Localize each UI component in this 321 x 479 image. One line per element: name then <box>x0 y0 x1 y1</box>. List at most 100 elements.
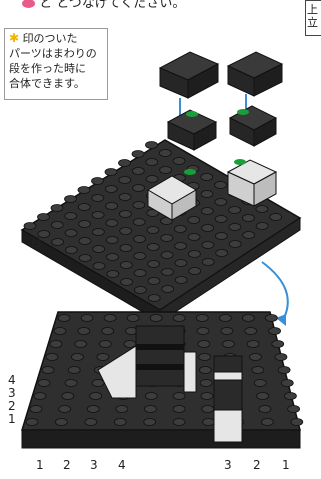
stud <box>119 211 131 218</box>
stud <box>201 208 213 215</box>
stud <box>243 232 255 239</box>
stud <box>26 419 38 426</box>
brick-mid-right <box>230 106 276 146</box>
stud <box>87 406 99 413</box>
stud <box>270 214 282 221</box>
stud <box>150 315 162 322</box>
stud <box>215 199 227 206</box>
stud <box>148 278 160 285</box>
stud <box>121 279 133 286</box>
stud <box>92 178 104 185</box>
green-stud-icon <box>186 111 198 117</box>
stud <box>119 194 131 201</box>
stud <box>65 247 77 254</box>
stud <box>256 206 268 213</box>
stud <box>51 205 63 212</box>
stud <box>120 262 132 269</box>
stud <box>257 393 269 400</box>
green-stud-icon <box>234 159 246 165</box>
stud <box>79 238 91 245</box>
stud <box>79 221 91 228</box>
stud <box>134 236 146 243</box>
stud <box>116 406 128 413</box>
stud <box>275 354 287 361</box>
stud <box>38 214 50 221</box>
stud <box>199 354 211 361</box>
stud <box>106 220 118 227</box>
stud <box>75 341 87 348</box>
stud <box>245 328 257 335</box>
stud <box>133 202 145 209</box>
stud <box>175 260 187 267</box>
stud <box>81 315 93 322</box>
stud <box>221 328 233 335</box>
stud <box>62 393 74 400</box>
stud <box>99 341 111 348</box>
stud <box>188 217 200 224</box>
stud <box>147 227 159 234</box>
stud <box>55 419 67 426</box>
stud <box>215 182 227 189</box>
row-number-4: 4 <box>8 373 16 387</box>
stud <box>146 142 158 149</box>
stud <box>132 168 144 175</box>
stud <box>104 315 116 322</box>
stud <box>272 341 284 348</box>
stud <box>161 252 173 259</box>
stud <box>188 251 200 258</box>
stud <box>34 393 46 400</box>
stud <box>30 406 42 413</box>
stud <box>199 367 211 374</box>
col-number-right-3: 3 <box>224 458 232 472</box>
stud <box>144 419 156 426</box>
stud <box>65 213 77 220</box>
stud <box>288 406 300 413</box>
stud <box>215 216 227 223</box>
stud <box>148 261 160 268</box>
stud <box>161 235 173 242</box>
stud <box>134 253 146 260</box>
brick-top-left <box>160 52 218 98</box>
stud <box>202 259 214 266</box>
stud <box>145 393 157 400</box>
stud <box>201 174 213 181</box>
stud <box>52 239 64 246</box>
stud <box>92 212 104 219</box>
col-number-left-2: 2 <box>63 458 71 472</box>
stud <box>68 367 80 374</box>
stud <box>198 341 210 348</box>
stud <box>42 367 54 374</box>
stud <box>229 241 241 248</box>
stud <box>79 255 91 262</box>
stud <box>202 406 214 413</box>
stud <box>119 177 131 184</box>
stud <box>174 226 186 233</box>
stud <box>105 186 117 193</box>
stud <box>146 159 158 166</box>
stud <box>114 419 126 426</box>
stud <box>120 228 132 235</box>
stud <box>93 263 105 270</box>
stud <box>106 237 118 244</box>
stud <box>175 243 187 250</box>
green-stud-icon <box>184 169 196 175</box>
stud <box>216 250 228 257</box>
stud <box>265 315 277 322</box>
stud <box>259 406 271 413</box>
stud <box>58 315 70 322</box>
stud <box>203 419 215 426</box>
stud <box>197 328 209 335</box>
stud <box>175 277 187 284</box>
stud <box>71 354 83 361</box>
stud <box>97 354 109 361</box>
stud <box>119 160 131 167</box>
stud <box>162 286 174 293</box>
stud <box>59 406 71 413</box>
stud <box>159 150 171 157</box>
stud <box>173 315 185 322</box>
stud <box>51 222 63 229</box>
stud <box>202 242 214 249</box>
stud <box>252 367 264 374</box>
brick-top-right <box>228 52 282 96</box>
